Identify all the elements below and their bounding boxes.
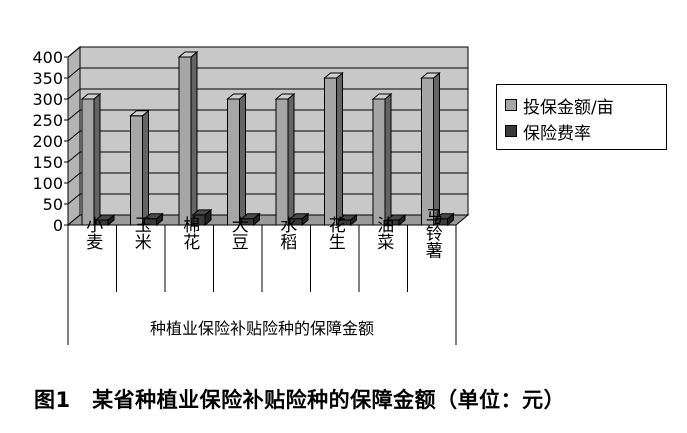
bar-series-1-front — [178, 56, 192, 226]
category-label: 棉花 — [179, 216, 200, 250]
bar-series-1-top — [80, 93, 102, 100]
x-axis-title: 种植业保险补贴险种的保障金额 — [150, 319, 374, 338]
gridline — [67, 67, 468, 79]
y-tick-label: 200 — [32, 132, 63, 151]
chart-floor — [66, 214, 470, 226]
category-label: 马铃薯 — [422, 207, 443, 258]
legend-item-series-2: 保险费率 — [505, 119, 591, 144]
y-tick-label: 250 — [32, 111, 63, 130]
bar-series-1-side — [239, 92, 246, 227]
legend-swatch-series-1 — [505, 99, 517, 111]
y-tick-label: 350 — [32, 69, 63, 88]
chart-legend: 投保金额/亩 保险费率 — [496, 84, 667, 150]
bar-series-1-side — [336, 71, 343, 227]
bar-series-2-top — [288, 213, 310, 220]
bar-series-2-top — [143, 213, 164, 220]
y-tick-label: 400 — [32, 48, 63, 67]
bar-series-1-side — [190, 50, 198, 227]
bar-series-1-front — [130, 115, 143, 226]
category-label: 小麦 — [82, 216, 103, 250]
bar-series-1-top — [371, 93, 393, 100]
category-label: 玉米 — [131, 216, 152, 250]
bar-series-2-top — [240, 213, 261, 220]
category-label: 大豆 — [228, 216, 249, 250]
y-tick-label: 100 — [32, 174, 63, 193]
y-tick-label: 150 — [32, 153, 63, 172]
bar-series-1-side — [93, 92, 101, 227]
bar-series-1-front — [275, 98, 289, 226]
bar-series-1-side — [433, 71, 440, 227]
category-label: 水稻 — [276, 216, 297, 250]
bar-series-2-top — [434, 213, 455, 220]
bar-series-1-side — [287, 92, 295, 227]
legend-item-series-1: 投保金额/亩 — [505, 93, 614, 118]
bar-series-2-top — [337, 214, 358, 221]
bar-series-1-front — [324, 77, 337, 226]
bar-series-1-side — [384, 92, 392, 227]
bar-series-1-top — [323, 72, 344, 79]
bar-series-2-top — [385, 214, 407, 221]
bar-series-2-top — [191, 209, 213, 216]
legend-swatch-series-2 — [505, 125, 517, 137]
bar-series-1-top — [177, 51, 199, 58]
figure-caption: 图1 某省种植业保险补贴险种的保障金额（单位：元） — [34, 388, 566, 412]
bar-series-1-front — [227, 98, 240, 226]
y-tick-label: 50 — [43, 195, 63, 214]
legend-label-series-2: 保险费率 — [523, 123, 591, 144]
bar-series-1-front — [421, 77, 434, 226]
bar-series-2-top — [94, 214, 116, 221]
gridline — [67, 46, 468, 58]
bar-series-1-side — [142, 109, 149, 227]
bar-series-1-top — [274, 93, 296, 100]
bar-series-1-front — [81, 98, 95, 226]
bar-series-1-top — [226, 93, 247, 100]
bar-series-1-top — [420, 72, 441, 79]
category-label: 油菜 — [373, 216, 394, 250]
category-label: 花生 — [325, 216, 346, 250]
legend-label-series-1: 投保金额/亩 — [523, 97, 614, 118]
y-tick-label: 300 — [32, 90, 63, 109]
bar-series-1-front — [372, 98, 386, 226]
bar-series-1-top — [129, 110, 150, 117]
y-tick-label: 0 — [53, 216, 63, 235]
